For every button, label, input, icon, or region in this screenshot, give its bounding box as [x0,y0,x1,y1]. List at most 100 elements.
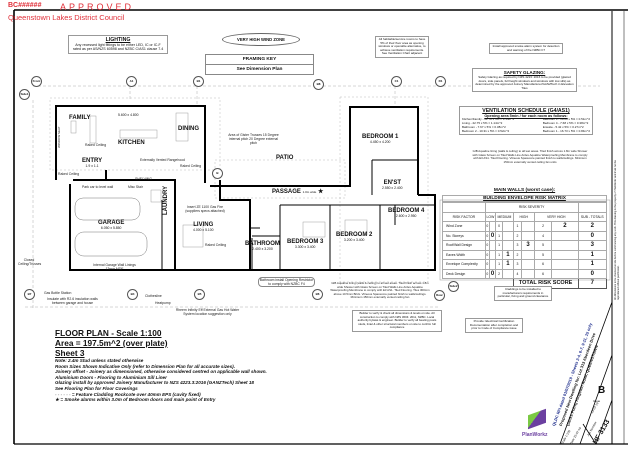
misc-stair-label: Misc Stair [128,185,143,189]
ventilation-item: Living - 22.75 x 5% = 1.14m^2 [462,121,503,126]
stamp-council: Queenstown Lakes District Council [8,13,125,22]
safety-glazing-note: SAFETY GLAZING: Safety Glazing as requir… [472,68,577,93]
column-header: MEDIUM [495,211,514,222]
rangehood-note: Externally Vented Rangehood [140,158,185,162]
option-value: 3 [512,259,523,270]
shelving-label: SHELVING [135,177,152,181]
room-name: EN'ST [383,180,401,186]
room-size: 1.9 x 1.1 [85,164,99,168]
option-value: 2 [512,249,523,260]
grid-marker: B1 [193,76,204,87]
risk-factor: Roof/Wall Design [442,240,486,251]
option-value: 2 [512,230,523,241]
grid-marker: B [212,168,223,179]
risk-factor: Envelope Complexity [442,259,486,270]
side-strip-note: All dimensions to be checked on site bef… [614,160,620,300]
risk-factor: Eaves Width [442,249,486,260]
sub-total: 1 [577,249,608,260]
grid-marker: B4 [127,289,138,300]
stamp-approved: APPROVED [60,2,135,12]
room-dining: DINING [178,126,199,132]
framing-key-sub: See Dimension Plan [236,67,283,72]
note-line: Glazing install by approved Joinery Manu… [55,380,254,386]
cladding-note: Claddings to be installed to manufacture… [494,286,552,301]
room-name: FAMILY [69,115,91,121]
room-name: BEDROOM 1 [362,134,399,140]
selected-score [551,249,579,260]
room-size: 3.300 x 3.400 [294,245,316,249]
risk-matrix-title: BUILDING ENVELOPE RISK MATRIX [442,195,607,202]
column-header: HIGH [512,211,535,222]
ventilation-subtitle: Opening area 5min / for each room as fol… [484,114,568,118]
ventilation-schedule: VENTILATION SCHEDULE (G4/AS1) Opening ar… [459,106,593,136]
selected-score [502,221,514,232]
raked-ceiling-label: Raked Ceiling [58,172,80,176]
selected-score [521,249,535,260]
column-header: LOW [484,211,497,222]
grid-marker: Side2 [448,281,459,292]
ventilation-item: Kitchen/Family - 62.78 x 5% = 3.14m^2 [462,117,515,122]
grid-marker: C1 [391,76,402,87]
room-name: BATHROOM [245,241,280,247]
note-line: See Flooring Plan for Floor Coverings [55,385,138,391]
option-value: 6 [533,268,553,279]
selected-score [521,259,535,270]
gas-fire-note: Insert ZE 1100 Gas Fire (suppliers specs… [185,205,225,213]
risk-factor: Wind Zone [442,221,486,232]
lighting-text: Any recessed light fittings to be either… [72,43,164,52]
selected-score: 1 [502,259,514,270]
option-value: 1 [495,240,504,251]
selected-score [521,230,535,241]
room-name: GARAGE [98,220,125,226]
selected-score [551,268,579,279]
option-value: 1 [495,230,504,241]
framing-key-title: FRAMING KEY [206,55,313,65]
option-value: 2 [495,268,504,279]
heatpump-label: Heatpump [155,301,171,305]
raked-ceiling-label: Raked Ceiling [85,143,107,147]
issue-value: B [598,385,606,396]
raked-ceiling-label: Raked Ceiling [180,164,202,168]
room-size: 2.400 x 3.200 [252,247,273,251]
room-kitchen: KITCHEN [118,140,145,146]
furniture [70,112,368,248]
selected-score [502,240,514,251]
selected-score: 0 [488,268,497,279]
grid-marker: A1 [126,76,137,87]
selected-score [551,240,579,251]
safety-glazing-title: SAFETY GLAZING: [503,70,546,75]
wind-zone-badge: VERY HIGH WIND ZONE [222,33,300,46]
ventilation-left-column: Kitchen/Family - 62.78 x 5% = 3.14m^2 Li… [462,117,515,133]
grid-marker: Rear [434,290,445,301]
builder-note: Builder to verify & check all dimensions… [352,310,442,332]
sheet-number: Sheet 3 [55,348,85,358]
selected-score: 3 [521,240,535,251]
ventilation-item: Bedroom 2 - 10.31 x 5% = 0.52m^2 [462,128,510,133]
selected-score [551,259,579,270]
floor-plan-title: FLOOR PLAN - Scale 1:100 [55,328,162,338]
walls [55,105,436,271]
grid-marker: B5 [194,289,205,300]
interior-walls [161,159,435,270]
option-value: 4 [512,268,523,279]
column-header: VERY HIGH [533,211,579,222]
selected-score: 1 [502,249,514,260]
room-size: 3.200 x 3.400 [343,238,365,242]
smoke-alarm-icon: ★ [55,397,61,403]
park-note: Park car to level wall [82,185,114,189]
selected-score [551,230,579,241]
option-value: 3 [512,240,523,251]
room-name: ENTRY [82,158,103,164]
risk-factor: No. Storeys [442,230,486,241]
ventilation-item: Ensuite - 5.42 x 5% = 0.27m^2 [542,124,584,129]
trusses-note: Area of Gister Trusses 15 Degree interna… [228,133,279,145]
option-value: 1 [495,249,504,260]
option-value: 4 [533,230,553,241]
clothesline-label: Clothesline [145,294,162,298]
